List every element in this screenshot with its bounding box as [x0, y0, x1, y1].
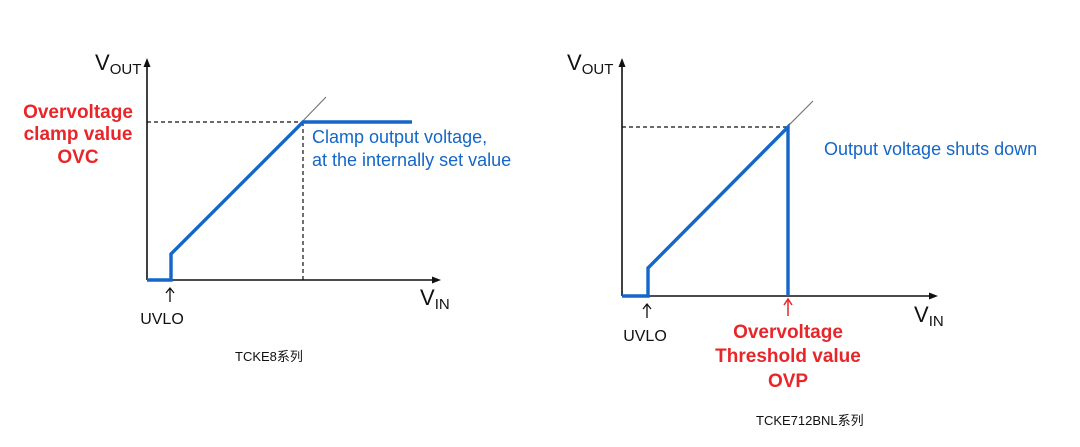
- right-x-axis-arrowhead: [929, 292, 938, 300]
- right-diagram-panel: VOUT VIN Output voltage shuts down UVLO …: [540, 0, 1080, 447]
- right-y-axis-arrowhead: [618, 58, 626, 67]
- left-y-axis-arrowhead: [143, 58, 151, 67]
- svg-text:at the internally set value: at the internally set value: [312, 150, 511, 170]
- right-axes: [621, 64, 932, 297]
- right-ideal-continuation-line: [785, 100, 814, 129]
- arrow-up-icon: [783, 297, 793, 316]
- right-y-axis-label: VOUT: [567, 50, 613, 78]
- right-shutdown-note: Output voltage shuts down: [824, 139, 1037, 159]
- svg-text:OVC: OVC: [57, 147, 98, 168]
- svg-text:UVLO: UVLO: [623, 328, 667, 345]
- left-axes: [146, 64, 435, 281]
- svg-text:clamp value: clamp value: [24, 124, 133, 145]
- left-y-axis-label: VOUT: [95, 50, 141, 78]
- left-diagram: VOUT VIN Overvoltage clamp value OVC Cla…: [23, 50, 511, 328]
- right-ovp-label: Overvoltage Threshold value OVP: [715, 322, 861, 392]
- right-output-curve: [622, 122, 790, 298]
- svg-text:UVLO: UVLO: [140, 311, 184, 328]
- left-caption: TCKE8系列: [235, 349, 303, 364]
- left-clamp-note: Clamp output voltage, at the internally …: [312, 127, 511, 170]
- left-x-axis-label: VIN: [420, 285, 450, 313]
- left-uvlo-marker: UVLO: [140, 286, 184, 328]
- arrow-up-icon: [642, 302, 652, 318]
- svg-text:Clamp output voltage,: Clamp output voltage,: [312, 127, 487, 147]
- right-x-axis-label: VIN: [914, 302, 944, 330]
- left-output-curve: [147, 120, 412, 282]
- left-x-axis-arrowhead: [432, 276, 441, 284]
- right-uvlo-marker: UVLO: [623, 302, 667, 345]
- right-ovp-marker: Overvoltage Threshold value OVP: [715, 297, 861, 392]
- arrow-up-icon: [165, 286, 175, 302]
- svg-text:Threshold value: Threshold value: [715, 346, 861, 367]
- right-diagram: VOUT VIN Output voltage shuts down UVLO …: [567, 50, 1037, 392]
- left-ovc-label: Overvoltage clamp value OVC: [23, 102, 133, 168]
- svg-text:Overvoltage: Overvoltage: [733, 322, 843, 343]
- right-caption: TCKE712BNL系列: [756, 413, 864, 428]
- svg-text:Overvoltage: Overvoltage: [23, 102, 133, 123]
- svg-text:OVP: OVP: [768, 371, 808, 392]
- left-diagram-panel: VOUT VIN Overvoltage clamp value OVC Cla…: [23, 50, 511, 364]
